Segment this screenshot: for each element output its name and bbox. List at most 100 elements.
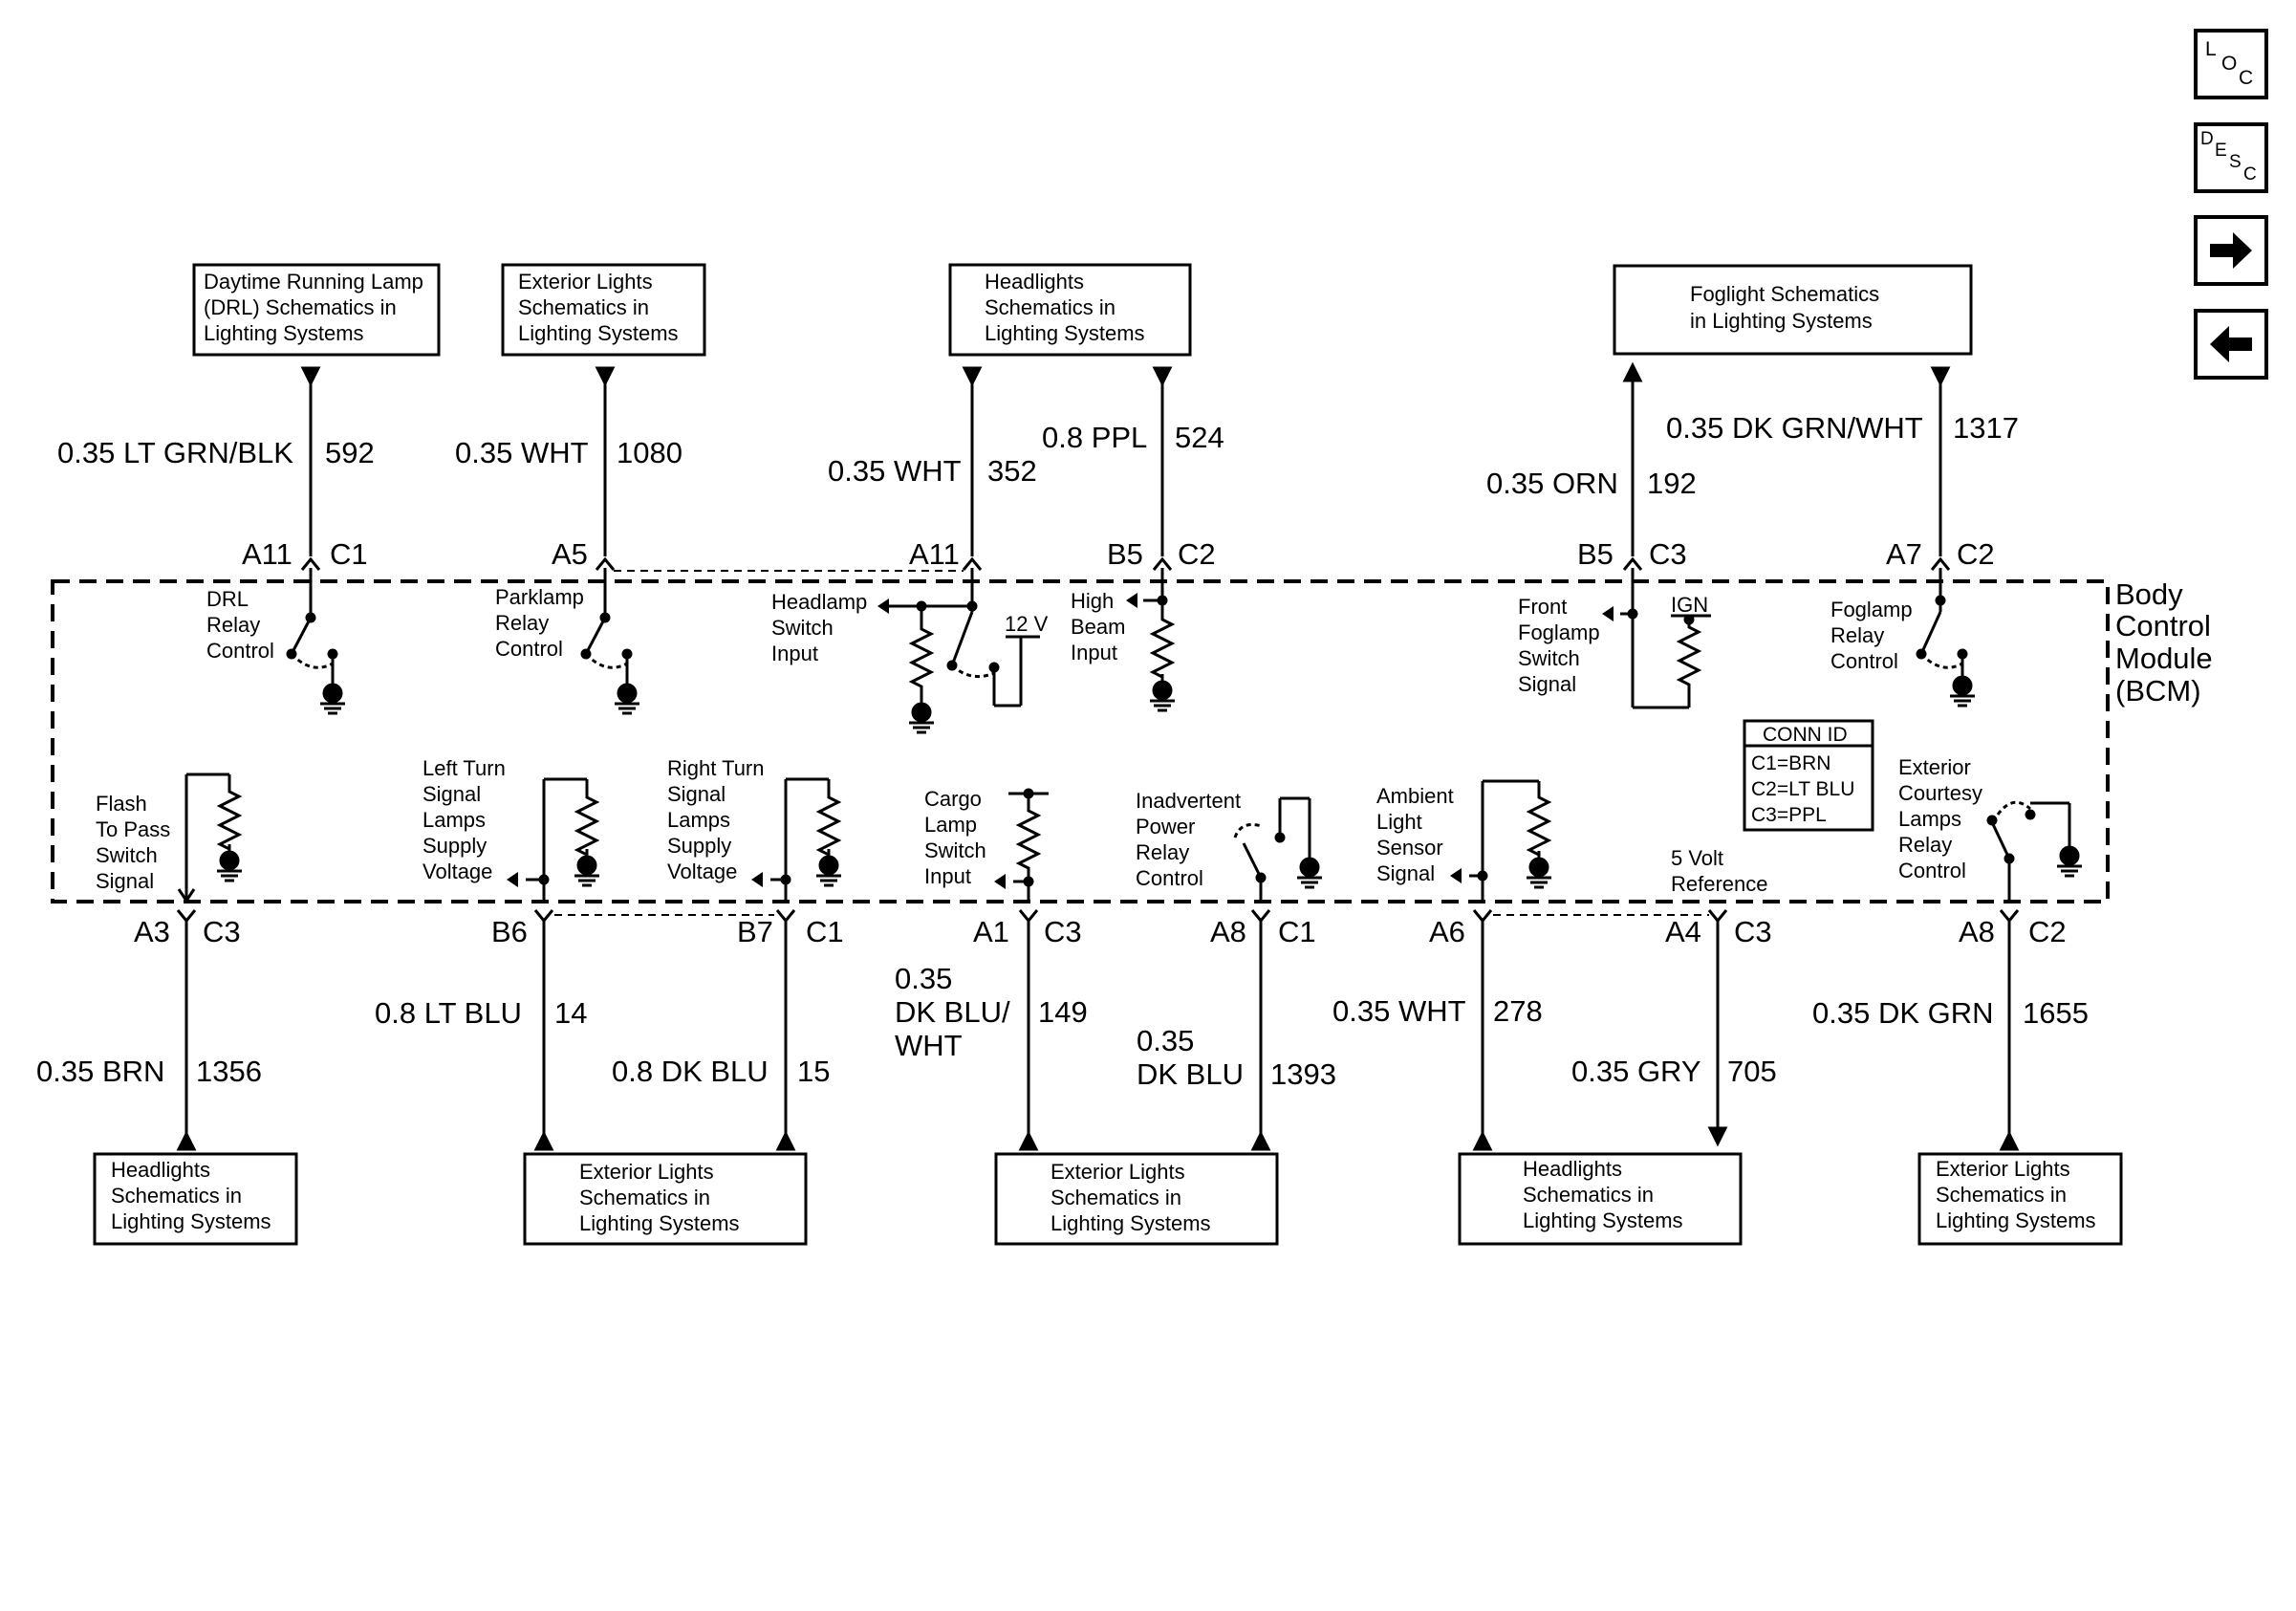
svg-text:Control: Control (1898, 859, 1966, 882)
svg-text:Foglamp: Foglamp (1518, 620, 1600, 644)
wire-top-524 (1152, 366, 1173, 600)
svg-text:(BCM): (BCM) (2115, 674, 2201, 708)
svg-text:Lamps: Lamps (1898, 807, 1961, 831)
desc-letter-c: C (2243, 164, 2257, 185)
svg-text:Switch: Switch (96, 843, 158, 867)
exterior-lights-top-link[interactable]: Exterior Lights Schematics in Lighting S… (501, 263, 706, 357)
svg-text:Signal: Signal (667, 782, 726, 806)
svg-text:Schematics in: Schematics in (1523, 1183, 1654, 1207)
front-foglamp-switch-circuit (1602, 606, 1700, 709)
desc-button[interactable]: D E S C (2194, 122, 2268, 193)
wire-color-label: DK BLU/ (895, 995, 1010, 1029)
pin-label: A8 (1210, 915, 1246, 948)
flash-to-pass-circuit (177, 773, 244, 903)
svg-text:Signal: Signal (1376, 861, 1435, 885)
high-beam-input-label: High Beam Input (1071, 589, 1125, 664)
connector-label: C2 (1957, 537, 1995, 571)
wire-bottom-1655 (1999, 908, 2020, 1151)
svg-text:Power: Power (1136, 815, 1195, 838)
connector-label: C1 (330, 537, 368, 571)
circuit-number-label: 1080 (617, 436, 682, 469)
svg-text:Lighting Systems: Lighting Systems (111, 1209, 271, 1233)
svg-text:Body: Body (2115, 577, 2183, 611)
wire-top-592 (300, 366, 321, 618)
loc-button[interactable]: L O C (2194, 29, 2268, 99)
exterior-lights-bottom-center-link[interactable]: Exterior Lights Schematics in Lighting S… (994, 1152, 1279, 1246)
svg-text:Voltage: Voltage (422, 860, 492, 883)
wire-bottom-15 (775, 908, 796, 1151)
wire-color-label: 0.35 WHT (828, 454, 962, 488)
wire-color-label: DK BLU (1137, 1057, 1244, 1091)
svg-text:Foglight Schematics: Foglight Schematics (1690, 282, 1879, 306)
svg-text:Schematics in: Schematics in (579, 1186, 710, 1209)
svg-text:Lighting Systems: Lighting Systems (1523, 1208, 1683, 1232)
wire-top-192 (1622, 363, 1643, 708)
previous-page-button[interactable] (2194, 309, 2268, 380)
wire-color-label: 0.35 WHT (1332, 994, 1466, 1028)
wire-color-label: 0.35 GRY (1571, 1055, 1701, 1088)
svg-text:Relay: Relay (1136, 840, 1189, 864)
svg-text:Courtesy: Courtesy (1898, 781, 1982, 805)
svg-text:Schematics in: Schematics in (985, 295, 1116, 319)
wire-color-label: 0.35 DK GRN/WHT (1666, 411, 1923, 445)
headlamp-switch-input-circuit (877, 599, 1023, 734)
headlights-bottom-left-link[interactable]: Headlights Schematics in Lighting System… (93, 1152, 298, 1246)
parklamp-relay-control-label: Parklamp Relay Control (495, 585, 584, 661)
bcm-module-outline (51, 579, 2110, 903)
pin-label: B5 (1577, 537, 1614, 571)
circuit-number-label: 352 (987, 454, 1037, 488)
svg-text:Lamps: Lamps (667, 808, 730, 832)
svg-text:Ambient: Ambient (1376, 784, 1454, 808)
svg-text:Voltage: Voltage (667, 860, 737, 883)
svg-text:Input: Input (771, 642, 818, 665)
drl-schematics-link[interactable]: Daytime Running Lamp (DRL) Schematics in… (192, 263, 441, 357)
foglight-schematics-link[interactable]: Foglight Schematics in Lighting Systems (1613, 264, 1973, 356)
right-turn-supply-circuit (751, 777, 843, 901)
wire-color-label: 0.8 PPL (1042, 421, 1147, 454)
pin-label: A4 (1665, 915, 1701, 948)
svg-text:Supply: Supply (667, 834, 731, 858)
cargo-lamp-switch-circuit (994, 788, 1049, 901)
svg-text:Relay: Relay (206, 613, 260, 637)
svg-text:5 Volt: 5 Volt (1671, 846, 1723, 870)
pin-label: A7 (1886, 537, 1922, 571)
wire-color-label: 0.8 LT BLU (375, 996, 522, 1030)
svg-text:Relay: Relay (1898, 833, 1952, 857)
svg-text:Relay: Relay (1830, 623, 1884, 647)
svg-text:Input: Input (1071, 641, 1117, 664)
svg-text:Control: Control (1830, 649, 1898, 673)
circuit-number-label: 14 (554, 996, 587, 1030)
svg-text:Switch: Switch (771, 616, 834, 640)
svg-text:Exterior Lights: Exterior Lights (579, 1160, 714, 1184)
flash-to-pass-label: Flash To Pass Switch Signal (96, 792, 170, 893)
desc-letter-e: E (2215, 141, 2227, 161)
svg-text:Exterior Lights: Exterior Lights (1936, 1157, 2070, 1181)
12v-supply-label: 12 V (1005, 612, 1049, 636)
wire-bottom-278 (1472, 908, 1493, 1151)
connector-label: C2 (1178, 537, 1216, 571)
pin-label: A3 (134, 915, 170, 948)
svg-text:Left Turn: Left Turn (422, 756, 506, 780)
exterior-lights-bottom-right-link[interactable]: Exterior Lights Schematics in Lighting S… (1917, 1152, 2123, 1246)
svg-text:Signal: Signal (422, 782, 481, 806)
front-foglamp-switch-label: Front Foglamp Switch Signal (1518, 595, 1600, 696)
svg-text:Lighting Systems: Lighting Systems (579, 1211, 740, 1235)
next-page-button[interactable] (2194, 215, 2268, 286)
svg-text:Lighting Systems: Lighting Systems (1051, 1211, 1211, 1235)
connector-label: C1 (1278, 915, 1316, 948)
drl-relay-switch (286, 612, 347, 715)
pin-label: A8 (1959, 915, 1995, 948)
svg-text:Headlights: Headlights (1523, 1157, 1622, 1181)
svg-text:C1=BRN: C1=BRN (1751, 752, 1830, 774)
svg-text:Front: Front (1518, 595, 1567, 619)
headlights-top-link[interactable]: Headlights Schematics in Lighting System… (948, 263, 1192, 357)
exterior-lights-bottom-turn-link[interactable]: Exterior Lights Schematics in Lighting S… (523, 1152, 808, 1246)
headlights-bottom-right-link[interactable]: Headlights Schematics in Lighting System… (1458, 1152, 1743, 1246)
svg-text:Control: Control (206, 639, 274, 663)
wire-color-label: 0.35 (895, 962, 952, 995)
wire-color-label: 0.35 BRN (36, 1055, 164, 1088)
svg-text:Schematics in: Schematics in (518, 295, 649, 319)
svg-text:Control: Control (495, 637, 563, 661)
conn-id-table: CONN ID C1=BRN C2=LT BLU C3=PPL (1743, 719, 1874, 832)
